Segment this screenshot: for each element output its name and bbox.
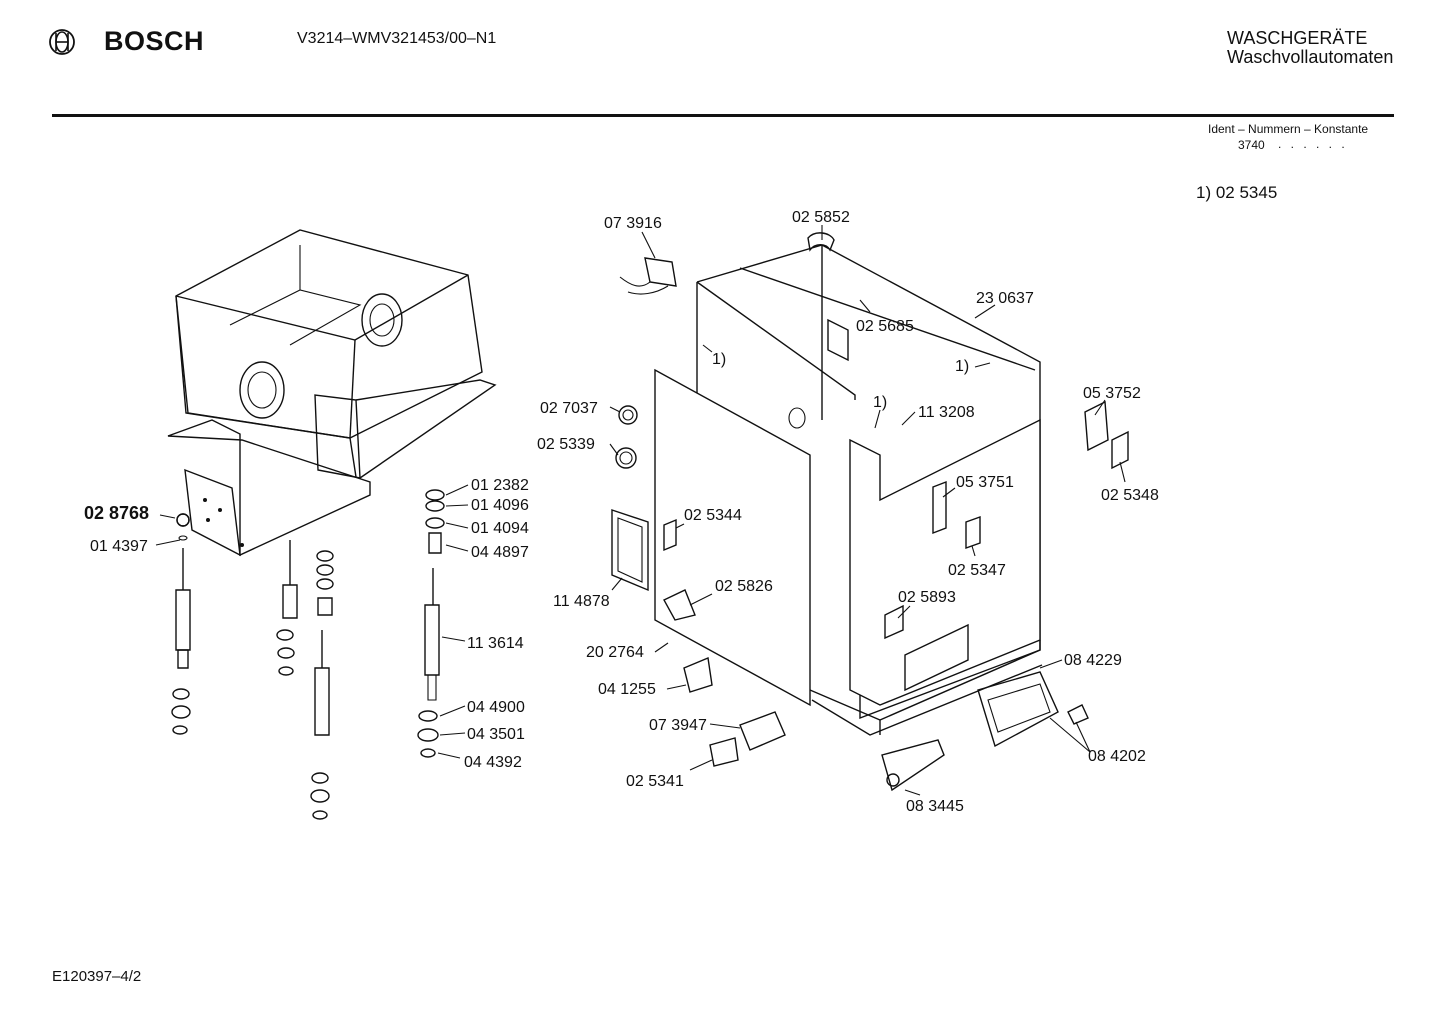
- part-label: 08 4202: [1088, 748, 1146, 765]
- part-label: 02 5826: [715, 578, 773, 595]
- shock-absorber-mid-drawing: [276, 540, 334, 820]
- cabinet-drawing: [611, 244, 1043, 736]
- footnote: 1) 02 5345: [1196, 183, 1278, 202]
- part-label: 02 5348: [1101, 487, 1159, 504]
- part-label: 02 5339: [537, 436, 595, 453]
- part-label: 20 2764: [586, 644, 644, 661]
- part-label: 02 7037: [540, 400, 598, 417]
- part-label: 1): [955, 358, 969, 375]
- part-label: 07 3947: [649, 717, 707, 734]
- part-label: 02 5341: [626, 773, 684, 790]
- part-labels: 07 3916 02 5852 23 0637 02 5685 1) 1) 1)…: [84, 209, 1159, 815]
- category-subtitle: Waschvollautomaten: [1227, 47, 1394, 67]
- ident-placeholder-dots: . . . . . .: [1278, 137, 1348, 151]
- header-divider: [52, 114, 1394, 117]
- part-label: 05 3752: [1083, 385, 1141, 402]
- part-label: 04 4900: [467, 699, 525, 716]
- part-label: 02 5893: [898, 589, 956, 606]
- category-title: WASCHGERÄTE: [1227, 28, 1368, 48]
- part-label: 01 4397: [90, 538, 148, 555]
- part-label: 02 5347: [948, 562, 1006, 579]
- part-label: 04 4392: [464, 754, 522, 771]
- document-reference: E120397–4/2: [52, 968, 142, 985]
- bosch-armature-logo-icon: [49, 29, 75, 55]
- leader-lines: [155, 225, 1126, 796]
- model-number: V3214–WMV321453/00–N1: [297, 30, 497, 47]
- part-label: 01 4094: [471, 520, 529, 537]
- shock-absorber-right-drawing: [417, 489, 445, 758]
- part-label: 23 0637: [976, 290, 1034, 307]
- brand-name: BOSCH: [104, 26, 205, 56]
- part-label: 01 4096: [471, 497, 529, 514]
- part-label: 11 4878: [553, 593, 610, 610]
- part-label: 04 1255: [598, 681, 656, 698]
- part-label: 08 4229: [1064, 652, 1122, 669]
- shock-absorber-left-drawing: [171, 513, 191, 735]
- part-label: 11 3614: [467, 635, 524, 652]
- part-label: 02 8768: [84, 503, 149, 523]
- ident-value: 3740: [1238, 138, 1265, 152]
- part-label: 02 5852: [792, 209, 850, 226]
- part-label: 07 3916: [604, 215, 662, 232]
- part-label: 11 3208: [918, 404, 975, 421]
- part-label: 02 5344: [684, 507, 742, 524]
- tub-frame-drawing: [167, 229, 497, 557]
- ident-heading: Ident – Nummern – Konstante: [1208, 122, 1369, 136]
- part-label: 08 3445: [906, 798, 964, 815]
- part-label: 05 3751: [956, 474, 1014, 491]
- part-label: 1): [873, 394, 887, 411]
- part-label: 04 3501: [467, 726, 525, 743]
- part-label: 04 4897: [471, 544, 529, 561]
- part-label: 1): [712, 351, 726, 368]
- part-label: 02 5685: [856, 318, 914, 335]
- part-label: 01 2382: [471, 477, 529, 494]
- small-parts-drawing: [176, 232, 1129, 792]
